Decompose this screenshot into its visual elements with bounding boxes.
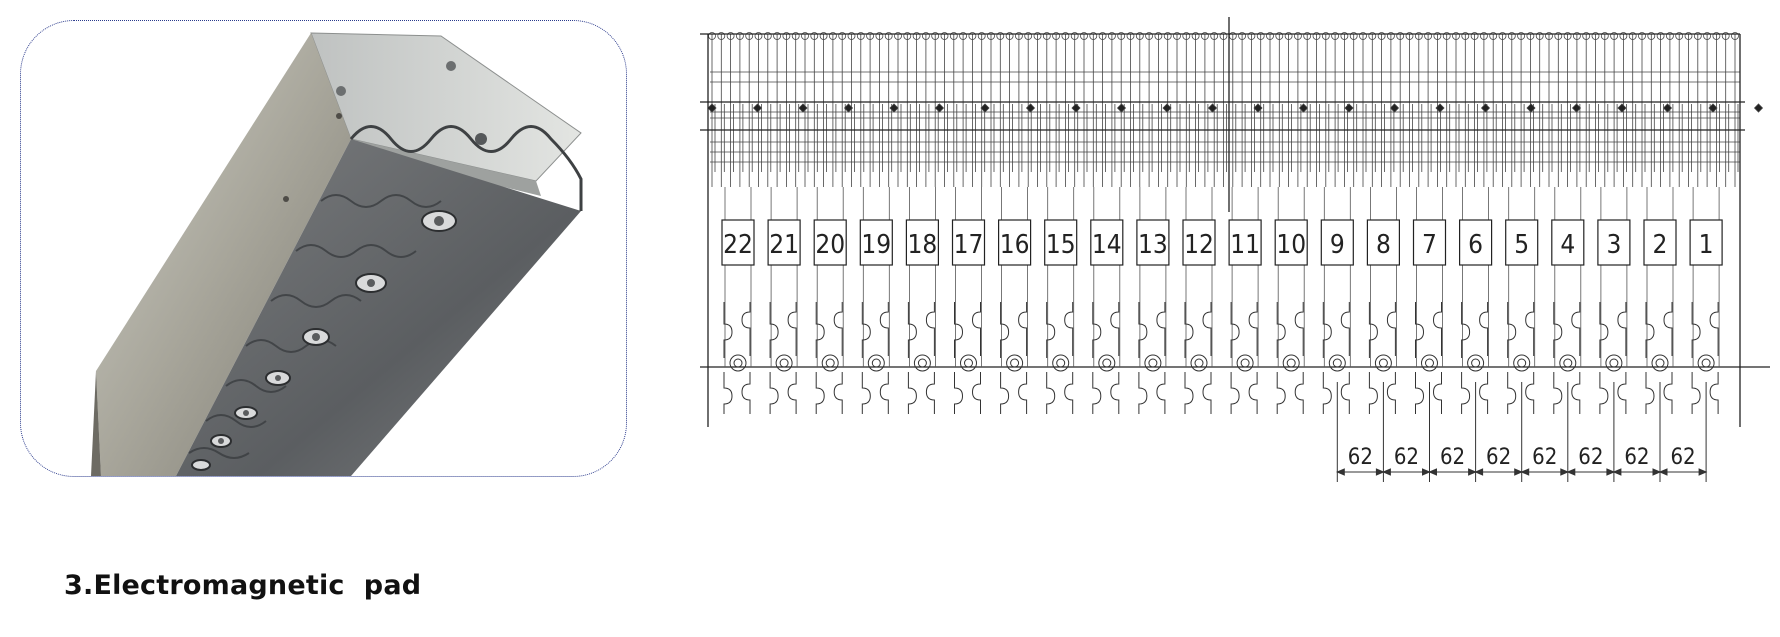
pad-number-box (1412, 219, 1447, 266)
pad-number-label: 15 (1046, 230, 1076, 260)
pad-number-box (1274, 219, 1308, 266)
pad-number-box (1643, 219, 1677, 266)
pad-number-box (767, 219, 801, 266)
pad-number-label: 1 (1699, 230, 1714, 260)
pad-number-label: 18 (908, 230, 938, 260)
pad-number-label: 10 (1276, 230, 1306, 260)
pad-number-label: 14 (1092, 230, 1122, 260)
electromagnetic-pad-photo (91, 32, 583, 476)
pad-number-box (951, 219, 986, 266)
pad-number-box (813, 219, 847, 266)
dimension-label: 62 (1532, 445, 1557, 470)
pad-number-label: 8 (1376, 230, 1391, 260)
pad-number-label: 7 (1422, 230, 1437, 260)
pad-number-box (998, 219, 1032, 266)
pad-number-box (1366, 219, 1401, 266)
pad-number-box (1044, 219, 1078, 266)
pad-number-label: 21 (769, 230, 799, 260)
pad-number-box (905, 219, 939, 266)
pad-number-box (1458, 219, 1493, 266)
pad-number-box (1505, 219, 1539, 266)
dimension-label: 62 (1348, 445, 1373, 470)
pad-number-box (721, 219, 755, 266)
pad-number-box (1320, 219, 1354, 266)
pad-number-label: 12 (1184, 230, 1214, 260)
pad-number-box (1228, 219, 1262, 266)
pad-number-label: 13 (1138, 230, 1168, 260)
pad-number-box (1597, 219, 1631, 266)
pad-number-box (1090, 219, 1124, 266)
dimension-label: 62 (1624, 445, 1649, 470)
pad-number-box (1182, 219, 1216, 266)
pad-number-label: 20 (815, 230, 845, 260)
pad-number-label: 3 (1606, 230, 1621, 260)
dimension-label: 62 (1578, 445, 1603, 470)
dimension-label: 62 (1440, 445, 1465, 470)
pad-number-label: 6 (1468, 230, 1483, 260)
pad-number-label: 16 (1000, 230, 1030, 260)
pad-number-box (1136, 219, 1170, 266)
pad-number-label: 4 (1560, 230, 1575, 260)
dimension-label: 62 (1394, 445, 1419, 470)
pad-number-box (859, 219, 893, 266)
pad-number-label: 2 (1653, 230, 1668, 260)
pad-number-label: 11 (1230, 230, 1260, 260)
pad-number-label: 19 (861, 230, 891, 260)
pad-number-label: 9 (1330, 230, 1345, 260)
pad-number-label: 5 (1514, 230, 1529, 260)
pad-number-label: 17 (954, 230, 984, 260)
dimension-label: 62 (1486, 445, 1511, 470)
pad-number-box (1689, 219, 1723, 266)
section-heading: 3.Electromagnetic pad (64, 570, 422, 601)
dimension-label: 62 (1670, 445, 1695, 470)
pad-number-box (1551, 219, 1585, 266)
pad-number-label: 22 (723, 230, 753, 260)
product-photo-frame (20, 20, 627, 477)
